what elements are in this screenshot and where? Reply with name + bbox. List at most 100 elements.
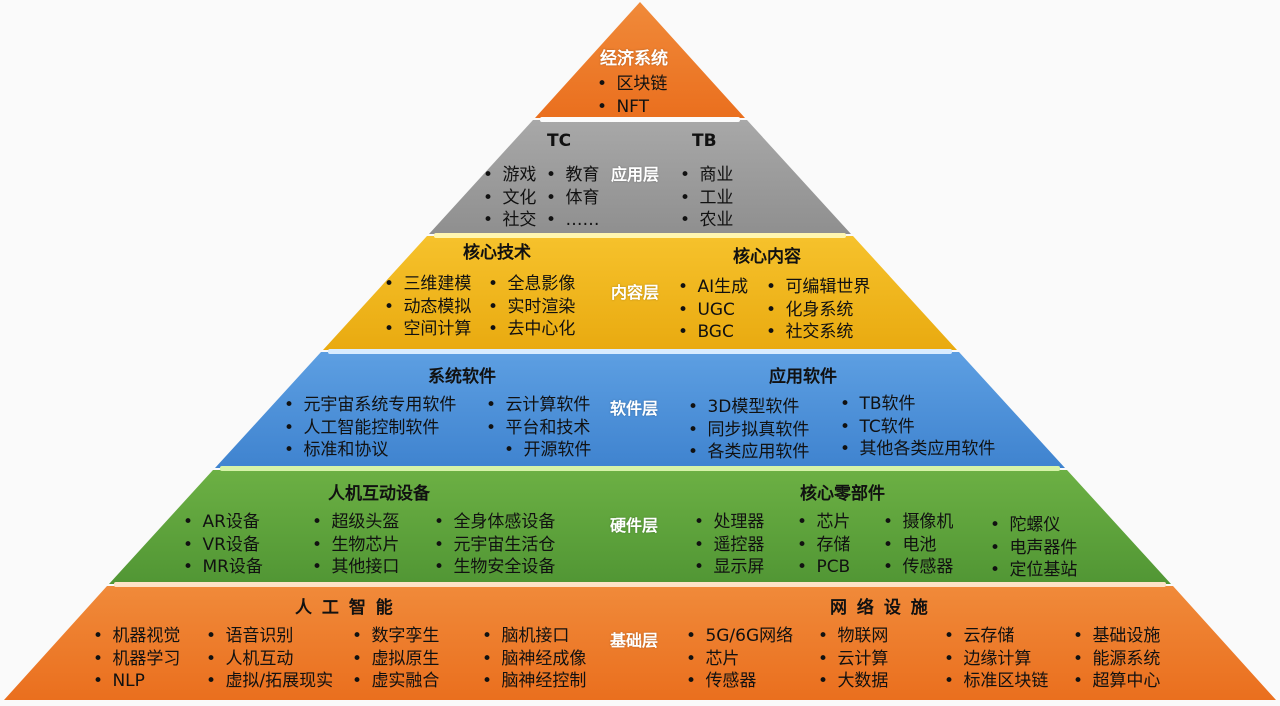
core-content-list-1: AI生成 UGC BGC	[678, 276, 748, 344]
list-item: 物联网	[818, 625, 888, 648]
list-item: 其他接口	[312, 556, 399, 579]
list-item: 边缘计算	[944, 648, 1048, 671]
app-software-list-1: 3D模型软件 同步拟真软件 各类应用软件	[688, 396, 809, 464]
list-item: 存储	[797, 534, 850, 557]
core-tech-list-2: 全息影像 实时渲染 去中心化	[488, 273, 575, 341]
network-list-3: 云存储 边缘计算 标准区块链	[944, 625, 1048, 693]
list-item: AI生成	[678, 276, 748, 299]
tc-list-1: 游戏 文化 社交	[483, 164, 536, 232]
list-item: 农业	[680, 209, 733, 232]
layer-economy	[535, 2, 745, 118]
components-list-2: 芯片 存储 PCB	[797, 511, 850, 579]
list-item: 体育	[546, 187, 599, 210]
tb-list: 商业 工业 农业	[680, 164, 733, 232]
core-tech-heading: 核心技术	[463, 243, 531, 263]
list-item: VR设备	[183, 534, 263, 557]
tc-heading: TC	[547, 131, 572, 151]
list-item: AR设备	[183, 511, 263, 534]
list-item: TB软件	[840, 393, 995, 416]
core-content-list-2: 可编辑世界 化身系统 社交系统	[766, 276, 870, 344]
list-item: 动态模拟	[384, 296, 471, 319]
network-list-4: 基础设施 能源系统 超算中心	[1073, 625, 1160, 693]
list-item: 处理器	[694, 511, 764, 534]
tb-heading: TB	[692, 131, 717, 151]
list-item: 语音识别	[206, 625, 333, 648]
app-software-list-2: TB软件 TC软件 其他各类应用软件	[840, 393, 995, 461]
list-item: 三维建模	[384, 273, 471, 296]
list-item: BGC	[678, 321, 748, 344]
network-heading: 网 络 设 施	[830, 598, 930, 618]
list-item: 云计算	[818, 648, 888, 671]
core-content-heading: 核心内容	[733, 247, 801, 267]
list-item: 各类应用软件	[688, 441, 809, 464]
list-item: 5G/6G网络	[686, 625, 793, 648]
list-item: 文化	[483, 187, 536, 210]
list-item: 脑神经成像	[482, 648, 586, 671]
layer-label-software: 软件层	[610, 399, 659, 418]
layer-label-hardware: 硬件层	[610, 516, 659, 535]
list-item: NLP	[93, 670, 180, 693]
list-item: 3D模型软件	[688, 396, 809, 419]
list-item: 传感器	[883, 556, 953, 579]
economy-list: 区块链 NFT	[597, 73, 667, 118]
list-item: 教育	[546, 164, 599, 187]
system-software-list-1: 元宇宙系统专用软件 人工智能控制软件 标准和协议	[284, 394, 456, 462]
list-item: 社交	[483, 209, 536, 232]
list-item: 工业	[680, 187, 733, 210]
list-item: 标准和协议	[284, 439, 456, 462]
list-item: MR设备	[183, 556, 262, 579]
list-item: 大数据	[818, 670, 888, 693]
list-item: ……	[546, 209, 599, 232]
list-item: 超级头盔	[312, 511, 399, 534]
list-item: 实时渲染	[488, 296, 575, 319]
network-list-1: 5G/6G网络 芯片 传感器	[686, 625, 793, 693]
list-item: 芯片	[797, 511, 850, 534]
list-item: 标准区块链	[944, 670, 1048, 693]
list-item: 定位基站	[990, 559, 1077, 582]
layer-label-application: 应用层	[611, 165, 660, 184]
list-item: 能源系统	[1073, 648, 1160, 671]
ai-list-4: 脑机接口 脑神经成像 脑神经控制	[482, 625, 586, 693]
list-item: 游戏	[483, 164, 536, 187]
components-heading: 核心零部件	[800, 484, 885, 504]
list-item: 人工智能控制软件	[284, 417, 456, 440]
components-list-1: 处理器 遥控器 显示屏	[694, 511, 764, 579]
components-list-4: 陀螺仪 电声器件 定位基站	[990, 514, 1077, 582]
list-item: 遥控器	[694, 534, 764, 557]
ai-heading: 人 工 智 能	[295, 598, 395, 618]
tc-list-2: 教育 体育 ……	[546, 164, 599, 232]
components-list-3: 摄像机 电池 传感器	[883, 511, 953, 579]
list-item: 陀螺仪	[990, 514, 1077, 537]
hci-list-1: AR设备 VR设备 MR设备	[183, 511, 263, 579]
list-item: 机器视觉	[93, 625, 180, 648]
list-item: 显示屏	[694, 556, 764, 579]
list-item: 脑机接口	[482, 625, 586, 648]
list-item: 电池	[883, 534, 953, 557]
list-item: UGC	[678, 299, 748, 322]
list-item: 摄像机	[883, 511, 953, 534]
list-item: 超算中心	[1073, 670, 1160, 693]
core-tech-list-1: 三维建模 动态模拟 空间计算	[384, 273, 471, 341]
hci-heading: 人机互动设备	[328, 484, 430, 504]
app-software-heading: 应用软件	[769, 367, 837, 387]
list-item: 区块链	[597, 73, 667, 96]
list-item: 云存储	[944, 625, 1048, 648]
layer-label-content: 内容层	[611, 283, 660, 302]
ai-list-2: 语音识别 人机互动 虚拟/拓展现实	[206, 625, 333, 693]
list-item: 全身体感设备	[434, 511, 555, 534]
list-item: 虚实融合	[352, 670, 439, 693]
system-software-list-2: 云计算软件 平台和技术 开源软件	[486, 394, 591, 462]
list-item: 云计算软件	[486, 394, 591, 417]
list-item: TC软件	[840, 416, 995, 439]
list-item: 生物安全设备	[434, 556, 555, 579]
ai-list-3: 数字孪生 虚拟原生 虚实融合	[352, 625, 439, 693]
ai-list-1: 机器视觉 机器学习 NLP	[93, 625, 180, 693]
list-item: 同步拟真软件	[688, 419, 809, 442]
system-software-heading: 系统软件	[428, 367, 496, 387]
list-item: 生物芯片	[312, 534, 399, 557]
list-item: 化身系统	[766, 299, 870, 322]
economy-title: 经济系统	[600, 49, 668, 69]
list-item: 机器学习	[93, 648, 180, 671]
list-item: 虚拟/拓展现实	[206, 670, 333, 693]
network-list-2: 物联网 云计算 大数据	[818, 625, 888, 693]
